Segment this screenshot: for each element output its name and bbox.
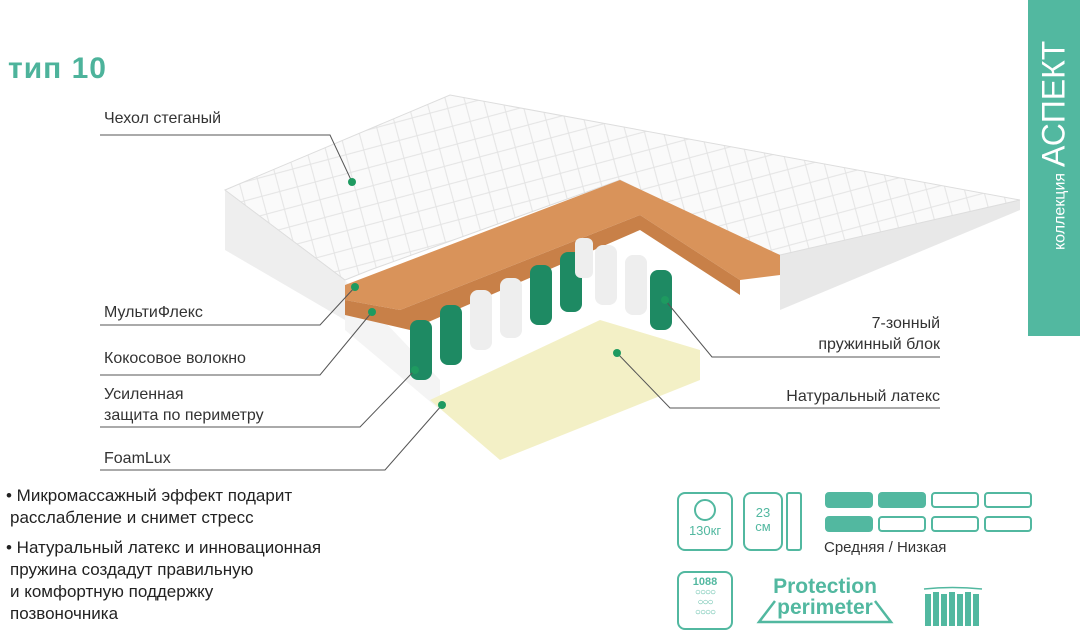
label-springs-line2: пружинный блок — [818, 336, 940, 353]
label-perimeter-line2: защита по периметру — [104, 407, 264, 424]
label-cover: Чехол стеганый — [104, 110, 222, 127]
bullet-line: позвоночника — [10, 604, 119, 623]
stiffness-bar — [878, 492, 926, 508]
stiffness-bar — [825, 516, 873, 532]
springs-grid-icon: ○○○○○○○○○○○ — [694, 587, 716, 618]
stiffness-label: Средняя / Низкая — [824, 539, 947, 556]
protection-line1: Protection — [773, 575, 877, 598]
bullet-line: пружина создадут правильную — [10, 560, 254, 579]
stiffness-bar — [931, 492, 979, 508]
mattress-illustration — [100, 94, 1021, 471]
ruler-icon — [786, 492, 802, 551]
height-badge: 23 см — [743, 492, 783, 551]
label-perimeter: Усиленная защита по периметру — [104, 384, 264, 426]
spring-block-icon — [923, 586, 983, 626]
protection-line2: perimeter — [777, 596, 873, 619]
collection-banner: коллекция АСПЕКТ — [1028, 0, 1080, 336]
stiffness-bar — [825, 492, 873, 508]
max-weight-badge: 130кг — [677, 492, 733, 551]
label-coconut: Кокосовое волокно — [104, 350, 246, 367]
bullet-2: • Натуральный латекс и инновационная пруж… — [6, 537, 321, 625]
bullet-1: • Микромассажный эффект подарит расслабле… — [6, 485, 292, 529]
bullet-line: расслабление и снимет стресс — [10, 508, 254, 527]
bullet-line: и комфортную поддержку — [10, 582, 214, 601]
max-weight: 130кг — [688, 523, 722, 538]
protection-perimeter-badge: Protection perimeter — [755, 576, 895, 626]
collection-name: АСПЕКТ — [1035, 40, 1072, 167]
stiffness-bar — [984, 492, 1032, 508]
label-foamlux: FoamLux — [104, 450, 171, 467]
height-value: 23 — [755, 505, 771, 520]
kettlebell-icon — [694, 499, 716, 521]
label-springs: 7-зонный пружинный блок — [818, 313, 940, 355]
height-unit: см — [755, 519, 771, 534]
label-springs-line1: 7-зонный — [871, 315, 940, 332]
label-perimeter-line1: Усиленная — [104, 386, 184, 403]
stiffness-bar — [931, 516, 979, 532]
collection-prefix: коллекция — [1051, 172, 1069, 250]
page-title: тип 10 — [8, 52, 107, 85]
label-latex: Натуральный латекс — [786, 388, 940, 405]
trapezoid-icon — [756, 600, 894, 624]
bullet-line: • Микромассажный эффект подарит — [6, 486, 293, 505]
stiffness-bar — [984, 516, 1032, 532]
label-multiflex: МультиФлекс — [104, 304, 203, 321]
stiffness-bar — [878, 516, 926, 532]
spring-count: 1088 — [692, 576, 718, 588]
spring-count-badge: 1088 ○○○○○○○○○○○ — [677, 571, 733, 630]
bullet-line: • Натуральный латекс и инновационная — [6, 538, 322, 557]
